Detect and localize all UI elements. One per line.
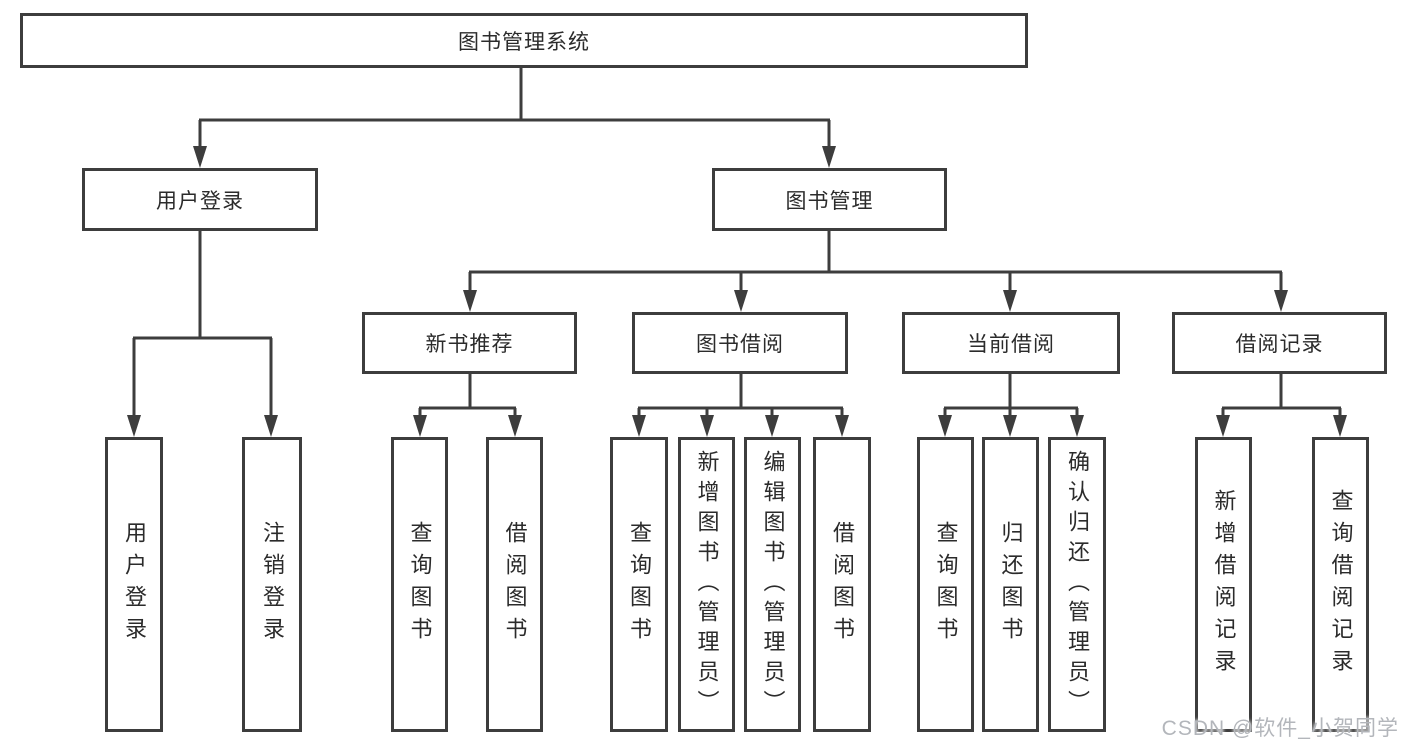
leaf-logout: 注销登录 <box>242 437 302 732</box>
leaf-query-books-recommend: 查询图书 <box>391 437 448 732</box>
leaf-user-login: 用户登录 <box>105 437 163 732</box>
leaf-edit-book-admin: 编辑图书（管理员） <box>744 437 801 732</box>
leaf-return-books: 归还图书 <box>982 437 1039 732</box>
leaf-query-books-current: 查询图书 <box>917 437 974 732</box>
leaf-add-book-admin: 新增图书（管理员） <box>678 437 735 732</box>
leaf-confirm-return-admin: 确认归还（管理员） <box>1048 437 1106 732</box>
arrowheads <box>127 146 1347 437</box>
leaf-borrow-books: 借阅图书 <box>813 437 871 732</box>
connector-path <box>132 68 1342 419</box>
node-library-system: 图书管理系统 <box>20 13 1028 68</box>
node-current-borrow: 当前借阅 <box>902 312 1120 374</box>
node-book-borrow: 图书借阅 <box>632 312 848 374</box>
watermark: CSDN @软件_小贺同学 <box>1161 717 1399 740</box>
leaf-query-borrow-record: 查询借阅记录 <box>1312 437 1369 732</box>
leaf-borrow-books-recommend: 借阅图书 <box>486 437 543 732</box>
node-user-login-group: 用户登录 <box>82 168 318 231</box>
node-new-book-recommend: 新书推荐 <box>362 312 577 374</box>
leaf-query-books-borrow: 查询图书 <box>610 437 668 732</box>
node-borrow-records: 借阅记录 <box>1172 312 1387 374</box>
leaf-add-borrow-record: 新增借阅记录 <box>1195 437 1252 732</box>
node-book-management: 图书管理 <box>712 168 947 231</box>
